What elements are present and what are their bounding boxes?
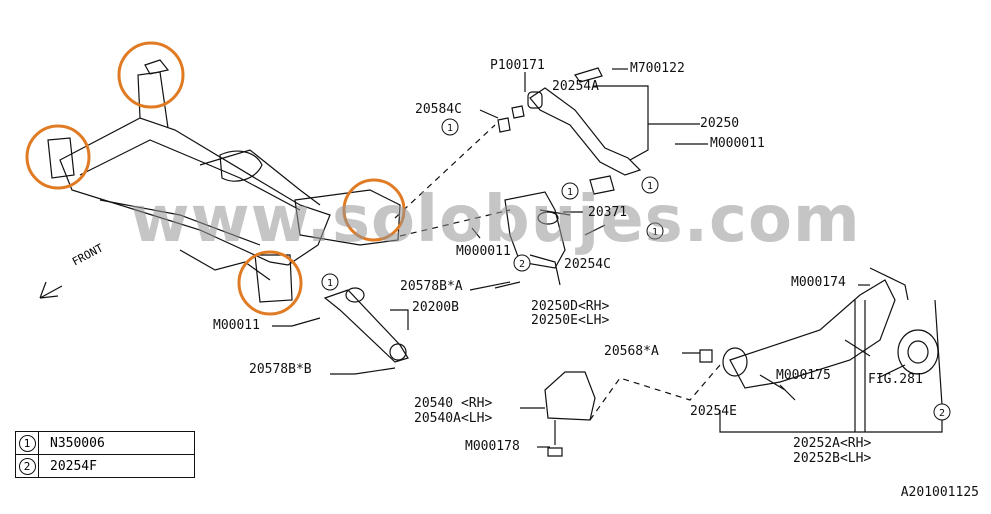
diagram-code: A201001125: [900, 485, 979, 500]
bushing-highlight-2: [25, 124, 91, 190]
marker-circle: [933, 403, 951, 421]
watermark: www.solobujes.com: [130, 183, 861, 257]
bushing-highlight-3: [342, 178, 406, 242]
marker-circle: [441, 118, 459, 136]
bushing-highlights: [25, 41, 406, 316]
legend-number-cell: 1: [16, 432, 39, 454]
label-m000175: M000175: [776, 368, 831, 383]
marker-1: 1: [327, 278, 333, 289]
legend-row: 1 N350006: [16, 432, 194, 455]
legend-part: 20254F: [50, 459, 97, 474]
dashed-leaders: [394, 124, 721, 421]
legend-number-cell: 2: [16, 455, 39, 477]
marker-1: 1: [652, 227, 658, 238]
label-20252b: 20252B<LH>: [793, 451, 872, 466]
label-20568a: 20568*A: [604, 344, 659, 359]
marker-2: 2: [519, 259, 525, 270]
bushing-highlight-4: [237, 250, 303, 316]
label-20250e: 20250E<LH>: [531, 313, 610, 328]
label-fig281: FIG.281: [868, 372, 923, 387]
label-20254a: 20254A: [552, 79, 599, 94]
legend-part: N350006: [50, 436, 105, 451]
marker-circle: [641, 176, 659, 194]
legend-marker: 2: [18, 458, 36, 475]
label-m000011-upper: M000011: [710, 136, 765, 151]
label-20578b-a: 20578B*A: [400, 279, 463, 294]
label-m00011-lower: M00011: [213, 318, 260, 333]
legend-row: 2 20254F: [16, 455, 194, 477]
marker-circle: [561, 182, 579, 200]
marker-1: 1: [647, 181, 653, 192]
label-p100171: P100171: [490, 58, 545, 73]
marker-circle: [321, 273, 339, 291]
label-20250d: 20250D<RH>: [531, 299, 610, 314]
label-20254c: 20254C: [564, 257, 611, 272]
upper-link-arm: [497, 67, 642, 176]
label-m000011-middle: M000011: [456, 244, 511, 259]
subframe-bracket: [544, 371, 596, 457]
label-20540a: 20540A<LH>: [414, 411, 493, 426]
label-20254e: 20254E: [690, 404, 737, 419]
rear-crossmember: [47, 59, 401, 303]
legend-table: 1 N350006 2 20254F: [15, 431, 195, 478]
label-20540: 20540 <RH>: [414, 396, 493, 411]
marker-1: 1: [447, 123, 453, 134]
marker-2: 2: [939, 408, 945, 419]
marker-circle: [513, 254, 531, 272]
marker-circle: [646, 222, 664, 240]
lower-link-arm: [291, 281, 511, 375]
legend-marker: 1: [18, 435, 36, 452]
label-20252a: 20252A<RH>: [793, 436, 872, 451]
middle-link: [504, 175, 615, 269]
label-20200b: 20200B: [412, 300, 459, 315]
front-arrow: [39, 281, 63, 299]
label-20250: 20250: [700, 116, 740, 131]
label-m700122: M700122: [630, 61, 685, 76]
label-20584c: 20584C: [415, 102, 462, 117]
label-20371: 20371: [588, 205, 628, 220]
label-m000178: M000178: [465, 439, 520, 454]
trailing-arm: [699, 267, 939, 401]
label-m000174: M000174: [791, 275, 846, 290]
marker-1: 1: [567, 187, 573, 198]
label-20578b-b: 20578B*B: [249, 362, 312, 377]
bushing-highlight-1: [117, 41, 185, 109]
leader-lines: [272, 68, 943, 448]
